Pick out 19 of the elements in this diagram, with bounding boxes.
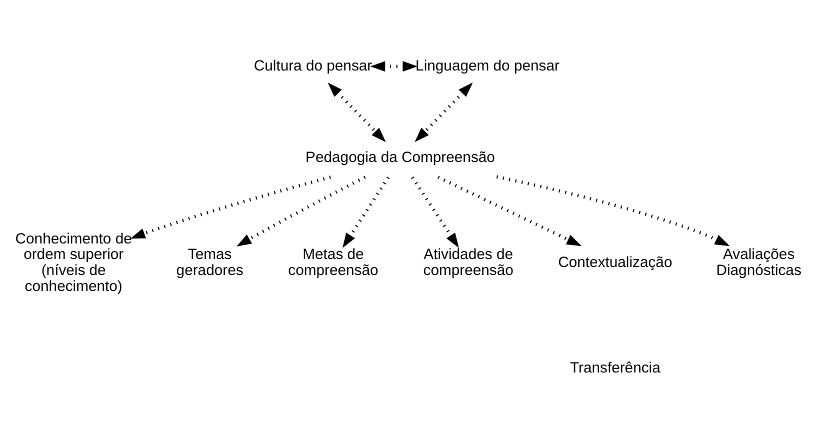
arrow <box>496 174 730 246</box>
arrow <box>414 82 473 142</box>
node-text: Temas geradores <box>176 246 244 279</box>
arrow <box>438 175 582 246</box>
arrow <box>370 60 418 72</box>
node-text: Avaliações Diagnósticas <box>716 246 802 279</box>
arrow <box>328 82 386 142</box>
node-text: Metas de compreensão <box>288 246 378 279</box>
arrow <box>236 175 366 246</box>
label: Transferência <box>570 360 660 376</box>
node-text: Cultura do pensar <box>254 58 372 74</box>
node-text: Linguagem do pensar <box>416 58 560 74</box>
node-text: Conhecimento de ordem superior (níveis de conhecimento) <box>15 230 132 295</box>
node-text: Contextualização <box>558 254 672 271</box>
arrow <box>411 176 459 248</box>
arrow <box>342 176 390 248</box>
arrow <box>130 175 331 238</box>
node-text: Pedagogia da Compreensão <box>306 149 495 166</box>
node-text: Atividades de compreensão <box>423 246 514 279</box>
